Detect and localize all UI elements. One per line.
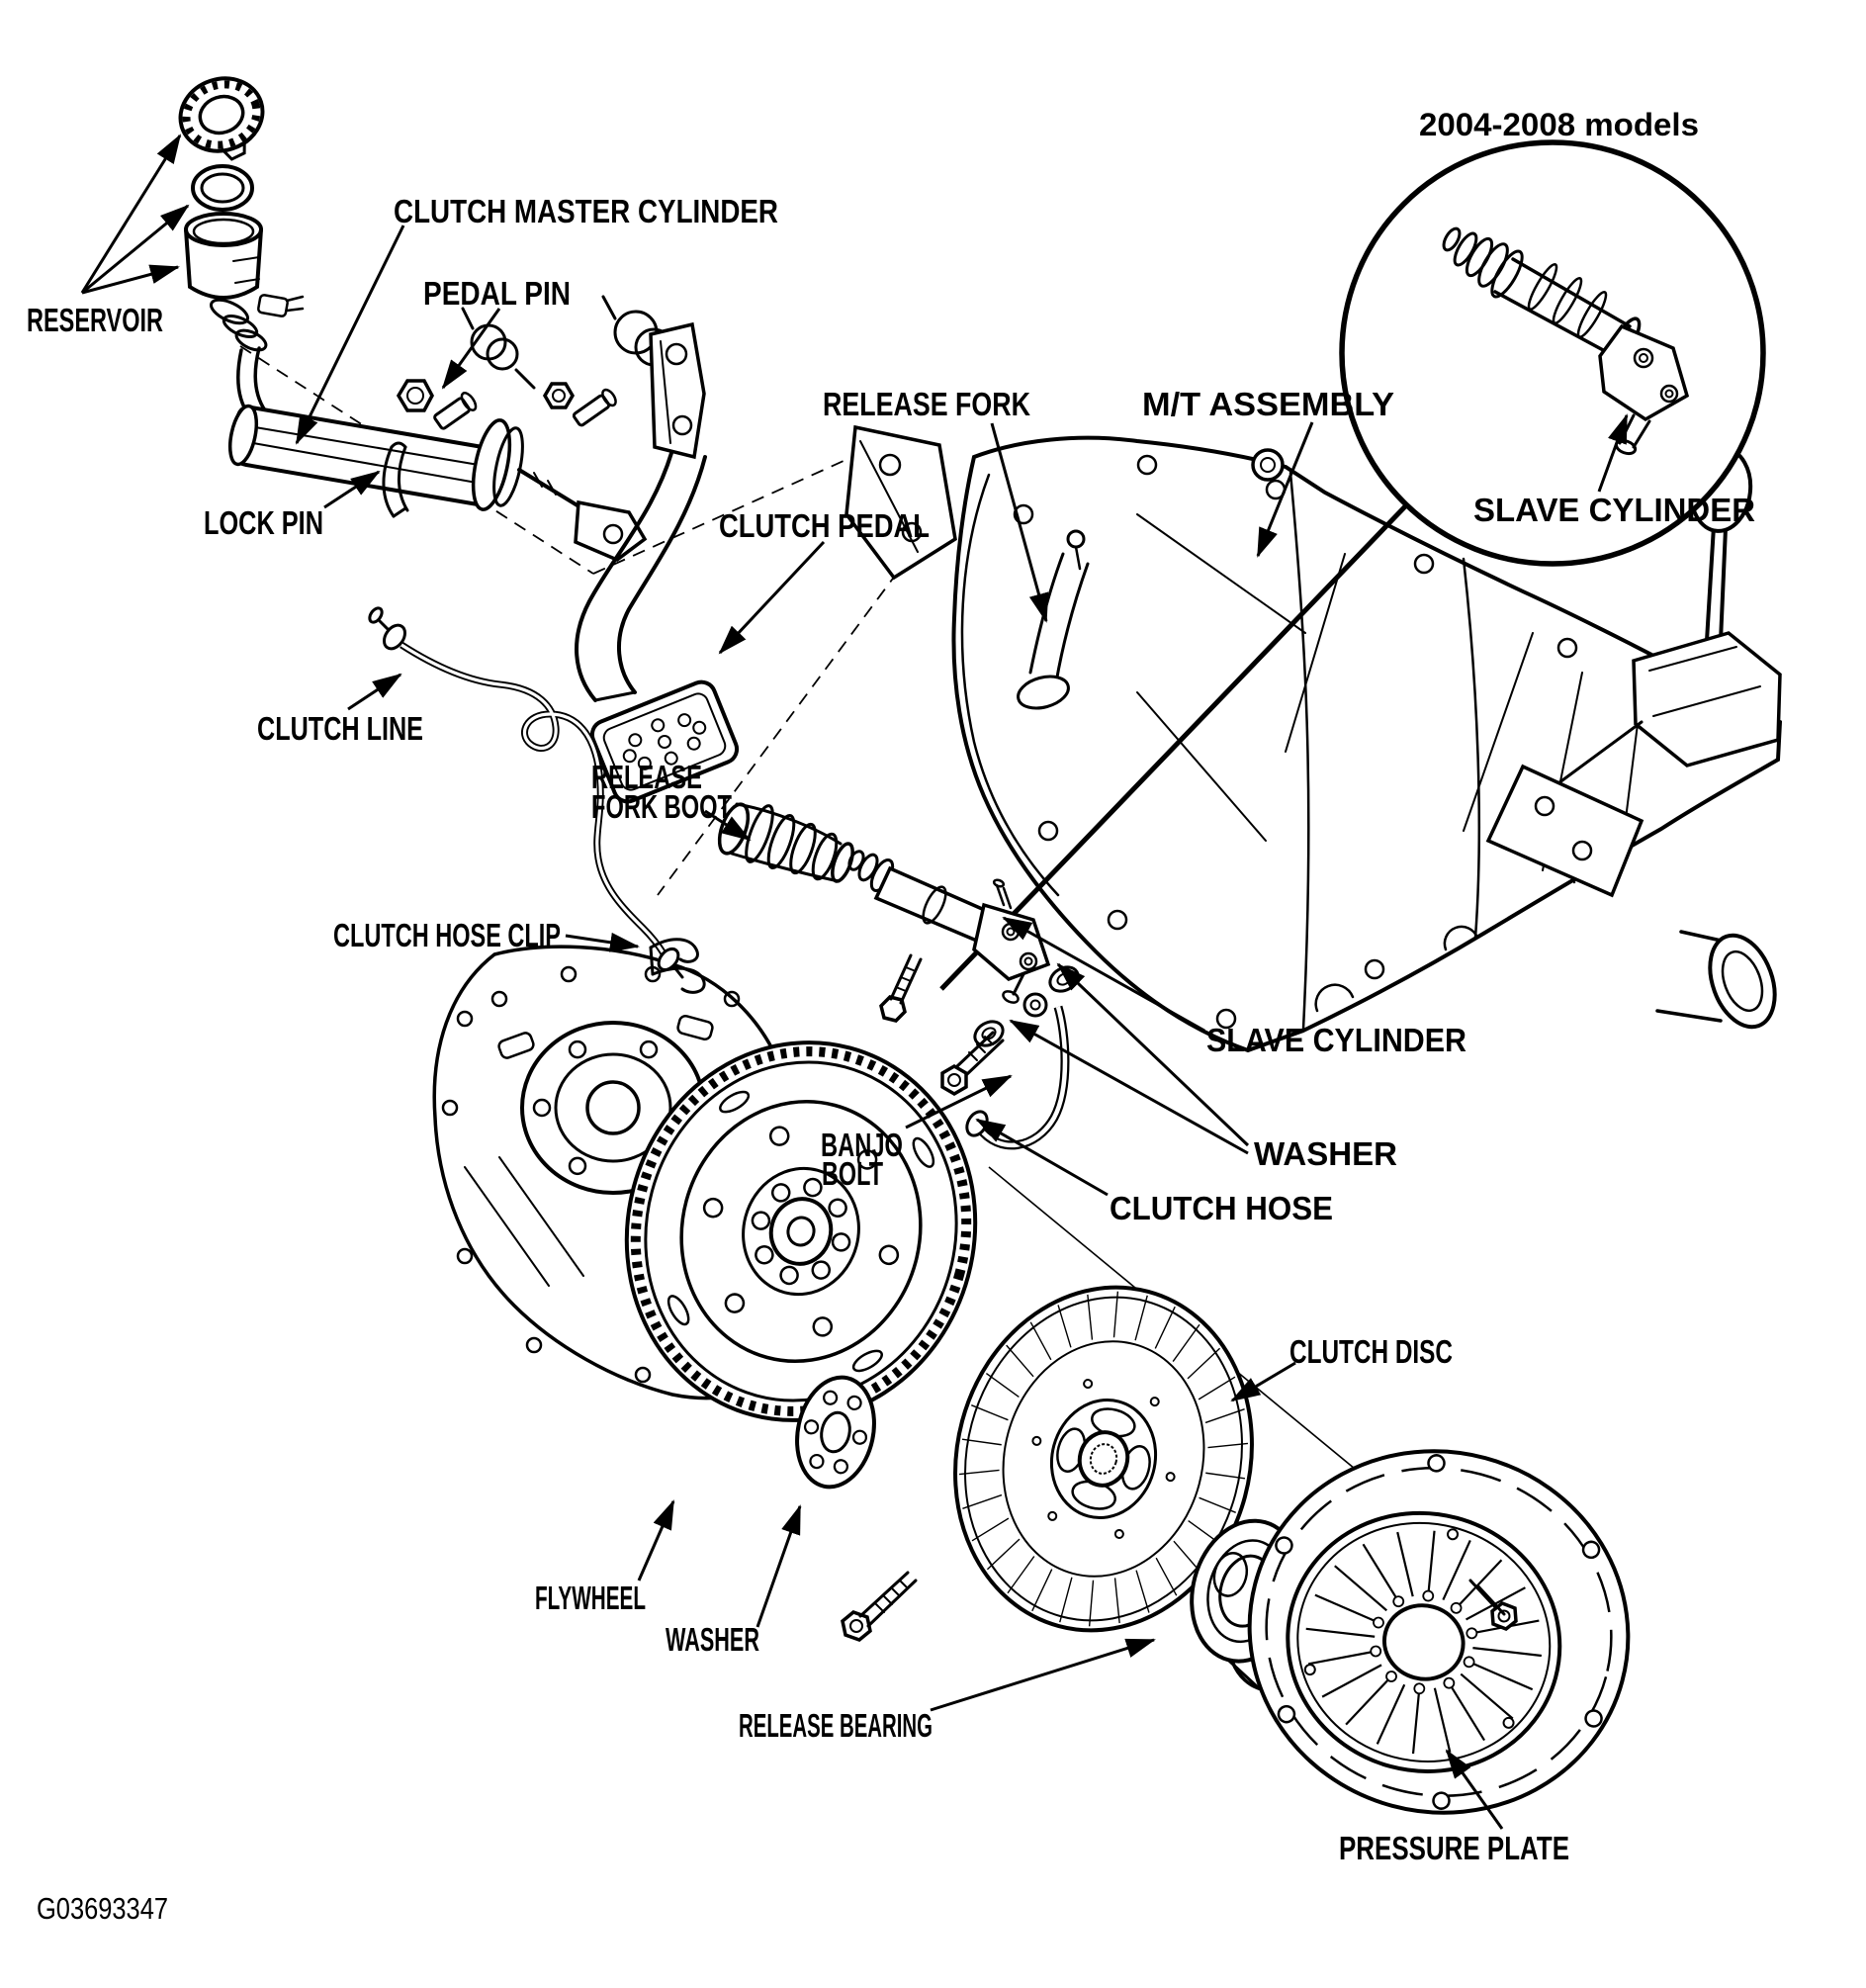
label-washer-upper: WASHER [1254,1135,1397,1172]
release-fork-boot-part [717,802,854,883]
output-shaft-end [1655,930,1777,1030]
figure-id: G03693347 [37,1891,168,1926]
label-clutch-pedal: CLUTCH PEDAL [719,507,930,544]
mounting-bolt-left [841,1571,918,1642]
label-mt-assembly: M/T ASSEMBLY [1142,386,1394,422]
pressure-plate [1247,1449,1631,1815]
label-banjo-bolt-1: BANJO [821,1127,903,1163]
reservoir-body [184,212,305,417]
lock-pin-part [382,441,409,518]
label-release-fork: RELEASE FORK [823,386,1030,422]
label-flywheel: FLYWHEEL [535,1580,646,1616]
label-clutch-master-cylinder: CLUTCH MASTER CYLINDER [394,193,778,229]
banjo-bolt-part [940,1031,1005,1097]
label-release-bearing: RELEASE BEARING [739,1707,933,1744]
clutch-line-part [368,606,684,979]
leader-arrows [80,134,1629,1830]
clutch-hose-part [965,992,1070,1150]
clutch-disc [953,1285,1254,1633]
pedal-pin-hardware [396,379,617,430]
label-slave-cylinder: SLAVE CYLINDER [1206,1022,1466,1058]
label-washer-lower: WASHER [666,1621,759,1658]
small-bolt [879,953,923,1023]
clutch-pedal-part [575,321,740,804]
flywheel [624,1040,978,1422]
label-pressure-plate: PRESSURE PLATE [1339,1830,1569,1866]
label-release-fork-boot-1: RELEASE [591,759,702,795]
reservoir-cap [178,76,265,161]
callout-line [939,503,1408,991]
label-clutch-line: CLUTCH LINE [257,710,423,747]
label-banjo-bolt-2: BOLT [822,1155,883,1192]
label-slave-cylinder-inset: SLAVE CYLINDER [1473,492,1755,528]
label-reservoir: RESERVOIR [27,302,163,338]
inset-slave-cylinder [1442,226,1690,456]
label-clutch-hose: CLUTCH HOSE [1110,1190,1333,1226]
pedal-bracket [844,424,957,581]
label-release-fork-boot-2: FORK BOOT [591,788,732,825]
label-lock-pin: LOCK PIN [204,504,323,541]
washer-plate [795,1375,876,1490]
reservoir-seal [191,164,254,212]
label-pedal-pin: PEDAL PIN [423,275,571,312]
label-clutch-disc: CLUTCH DISC [1289,1333,1453,1370]
inset-circle [1339,139,1766,567]
mounting-bolt-right [1468,1579,1518,1631]
label-clutch-hose-clip: CLUTCH HOSE CLIP [333,917,561,953]
clutch-hose-clip-part [649,938,706,994]
label-2004-2008-models: 2004-2008 models [1419,107,1699,142]
labels: RESERVOIR CLUTCH MASTER CYLINDER PEDAL P… [27,107,1755,1926]
